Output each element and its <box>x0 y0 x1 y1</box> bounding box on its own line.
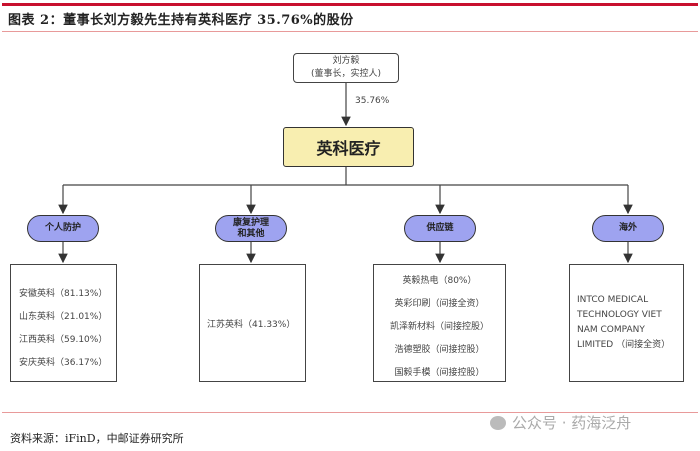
segment-rehab-care: 康复护理和其他 <box>215 215 287 242</box>
company-node: 英科医疗 <box>283 127 414 167</box>
segment-overseas: 海外 <box>592 215 664 242</box>
subsidiary: 英彩印刷（间接全资） <box>394 298 485 309</box>
subsidiary: 江西英科（59.10%） <box>19 335 108 345</box>
segment-label: 个人防护 <box>44 223 81 233</box>
chairman-node: 刘方毅 (董事长，实控人) <box>293 53 399 83</box>
person-role: (董事长，实控人) <box>310 69 382 79</box>
subsidiaries-rehab-care: 江苏英科（41.33%） <box>199 264 306 382</box>
subsidiaries-supply-chain: 英毅热电（80%） 英彩印刷（间接全资） 凯泽新材料（间接控股） 浩德塑胶（间接… <box>373 264 506 382</box>
subsidiary: 凯泽新材料（间接控股） <box>389 321 489 332</box>
subsidiary: 安徽英科（81.13%） <box>19 289 108 299</box>
subsidiary: INTCO MEDICAL TECHNOLOGY VIET NAM COMPAN… <box>577 295 671 350</box>
footer-rule <box>2 412 698 413</box>
wechat-icon <box>490 415 506 430</box>
segment-label: 供应链 <box>426 223 454 233</box>
subsidiaries-overseas: INTCO MEDICAL TECHNOLOGY VIET NAM COMPAN… <box>569 264 684 382</box>
subsidiary: 江苏英科（41.33%） <box>207 319 296 330</box>
figure-title: 图表 2：董事长刘方毅先生持有英科医疗 35.76%的股份 <box>8 13 354 28</box>
source-note: 资料来源：iFinD，中邮证券研究所 <box>10 432 184 445</box>
subsidiary: 国毅手模（间接控股） <box>394 367 485 378</box>
holding-percentage: 35.76% <box>355 96 390 106</box>
subsidiary: 安庆英科（36.17%） <box>19 358 108 368</box>
person-name: 刘方毅 <box>332 56 360 66</box>
title-rule <box>2 31 698 32</box>
top-rule <box>2 3 698 6</box>
subsidiaries-personal-protection: 安徽英科（81.13%） 山东英科（21.01%） 江西英科（59.10%） 安… <box>10 264 117 382</box>
company-name: 英科医疗 <box>316 139 381 158</box>
segment-supply-chain: 供应链 <box>404 215 476 242</box>
segment-label: 海外 <box>618 223 637 233</box>
subsidiary: 浩德塑胶（间接控股） <box>394 344 485 355</box>
watermark: 公众号 · 药海泛舟 <box>490 412 631 433</box>
subsidiary: 山东英科（21.01%） <box>19 312 108 322</box>
watermark-text: 公众号 · 药海泛舟 <box>512 414 632 432</box>
subsidiary: 英毅热电（80%） <box>402 275 477 286</box>
segment-personal-protection: 个人防护 <box>27 215 99 242</box>
segment-label: 康复护理和其他 <box>232 217 269 239</box>
